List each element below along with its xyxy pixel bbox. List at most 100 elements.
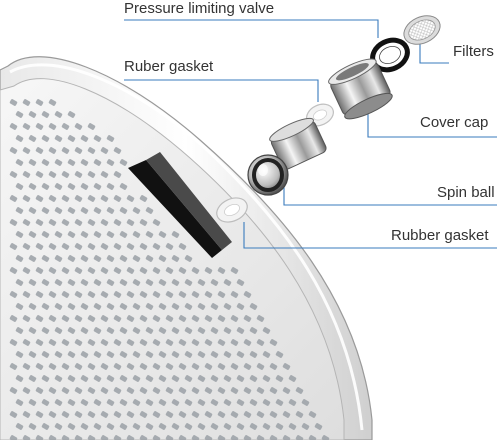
nozzle (74, 267, 83, 274)
nozzle (243, 387, 252, 394)
nozzle (93, 183, 102, 190)
nozzle (236, 279, 245, 286)
nozzle (230, 363, 239, 370)
nozzle (132, 279, 141, 286)
nozzle (67, 207, 76, 214)
nozzle (113, 195, 122, 202)
nozzle (223, 423, 232, 430)
nozzle (236, 375, 245, 382)
nozzle (152, 243, 161, 250)
nozzle (204, 267, 213, 274)
nozzle (41, 183, 50, 190)
nozzle (145, 327, 154, 334)
nozzle (204, 315, 213, 322)
nozzle (93, 327, 102, 334)
nozzle (184, 327, 193, 334)
nozzle (93, 159, 102, 166)
nozzle (119, 255, 128, 262)
nozzle (158, 327, 167, 334)
nozzle (87, 219, 96, 226)
nozzle (165, 243, 174, 250)
nozzle (171, 255, 180, 262)
nozzle (61, 195, 70, 202)
nozzle (93, 255, 102, 262)
nozzle (158, 279, 167, 286)
nozzle (28, 423, 37, 430)
nozzle (282, 411, 291, 418)
nozzle (184, 351, 193, 358)
nozzle (67, 111, 76, 118)
nozzle (54, 231, 63, 238)
nozzle (243, 339, 252, 346)
nozzle (87, 411, 96, 418)
nozzle (22, 147, 31, 154)
nozzle (191, 291, 200, 298)
leader-pressure-valve (124, 19, 379, 38)
nozzle (256, 315, 265, 322)
nozzle (93, 375, 102, 382)
nozzle (100, 219, 109, 226)
nozzle (139, 387, 148, 394)
nozzle (269, 363, 278, 370)
nozzle (132, 303, 141, 310)
nozzle (165, 387, 174, 394)
nozzle (35, 267, 44, 274)
nozzle (67, 423, 76, 430)
nozzle (28, 303, 37, 310)
rubber-gasket-bottom-part (216, 197, 248, 223)
nozzle (165, 291, 174, 298)
nozzle (132, 423, 141, 430)
nozzle (93, 399, 102, 406)
nozzle (22, 267, 31, 274)
nozzle (54, 399, 63, 406)
nozzle (87, 267, 96, 274)
nozzle (54, 351, 63, 358)
nozzle (119, 159, 128, 166)
nozzle (74, 243, 83, 250)
nozzle (48, 195, 57, 202)
nozzle (80, 327, 89, 334)
nozzle (67, 159, 76, 166)
nozzle (113, 219, 122, 226)
nozzle (210, 327, 219, 334)
nozzle (35, 195, 44, 202)
label-filters: Filters (453, 43, 494, 60)
nozzle (28, 399, 37, 406)
nozzle (100, 387, 109, 394)
nozzle (210, 375, 219, 382)
nozzle (197, 399, 206, 406)
nozzle (145, 207, 154, 214)
nozzle (67, 255, 76, 262)
nozzle (158, 231, 167, 238)
nozzle (54, 279, 63, 286)
nozzle (178, 267, 187, 274)
nozzle (210, 279, 219, 286)
nozzle (158, 375, 167, 382)
nozzle (204, 363, 213, 370)
nozzle (308, 411, 317, 418)
nozzle (61, 339, 70, 346)
nozzle (152, 219, 161, 226)
nozzle (74, 123, 83, 130)
nozzle (48, 291, 57, 298)
nozzle (139, 243, 148, 250)
nozzle (113, 339, 122, 346)
nozzle (28, 183, 37, 190)
nozzle (100, 267, 109, 274)
nozzle (9, 99, 18, 106)
nozzle (126, 339, 135, 346)
nozzle (22, 291, 31, 298)
nozzle (191, 411, 200, 418)
nozzle (100, 363, 109, 370)
nozzle (158, 423, 167, 430)
nozzle (35, 411, 44, 418)
nozzle (61, 219, 70, 226)
nozzle (80, 423, 89, 430)
nozzle (197, 375, 206, 382)
nozzle (61, 411, 70, 418)
nozzle (80, 183, 89, 190)
nozzle (106, 159, 115, 166)
nozzle (15, 135, 24, 142)
nozzle (275, 399, 284, 406)
nozzle (152, 315, 161, 322)
